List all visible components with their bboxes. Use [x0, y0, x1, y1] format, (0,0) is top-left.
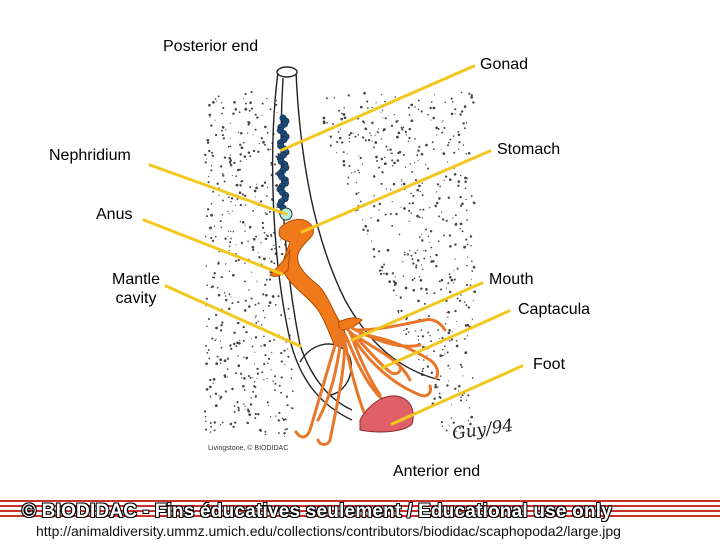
footer-stripe: [0, 515, 720, 517]
label-posterior-end: Posterior end: [163, 38, 259, 55]
leader-gonad: [280, 64, 476, 152]
label-anus: Anus: [96, 206, 133, 223]
label-gonad: Gonad: [480, 56, 529, 73]
footer-stripe: [0, 500, 720, 502]
label-nephridium: Nephridium: [49, 147, 131, 164]
sediment-stipple: [203, 91, 476, 438]
leader-mouth: [350, 281, 484, 342]
illustration-credit: Livingstone, © BIODIDAC: [208, 445, 289, 452]
label-mantle-cavity-line2: cavity: [115, 290, 157, 307]
footer-banner: [0, 496, 720, 540]
leader-stomach: [300, 149, 492, 234]
label-anterior-end: Anterior end: [393, 463, 481, 480]
label-foot: Foot: [533, 356, 566, 373]
label-mantle-cavity: Mantle cavity: [106, 270, 166, 308]
foot-organ: [359, 395, 414, 433]
leader-mantle-cavity: [164, 284, 302, 348]
label-captacula: Captacula: [518, 301, 591, 318]
leader-nephridium: [148, 163, 288, 216]
label-mouth: Mouth: [489, 271, 534, 288]
watermark-text: © BIODIDAC - Fins éducatives seulement /…: [22, 501, 612, 522]
footer-stripe: [0, 510, 720, 512]
source-url: http://animaldiversity.ummz.umich.edu/co…: [36, 523, 621, 539]
gonad-organ: [276, 114, 290, 212]
label-stomach: Stomach: [497, 141, 561, 158]
footer-stripe: [0, 505, 720, 507]
label-mantle-cavity-line1: Mantle: [111, 271, 161, 288]
leader-anus: [142, 218, 284, 276]
leader-lines: [142, 64, 524, 426]
leader-captacula: [380, 309, 511, 370]
leader-foot: [390, 364, 524, 426]
digestive-tract: [269, 219, 363, 347]
